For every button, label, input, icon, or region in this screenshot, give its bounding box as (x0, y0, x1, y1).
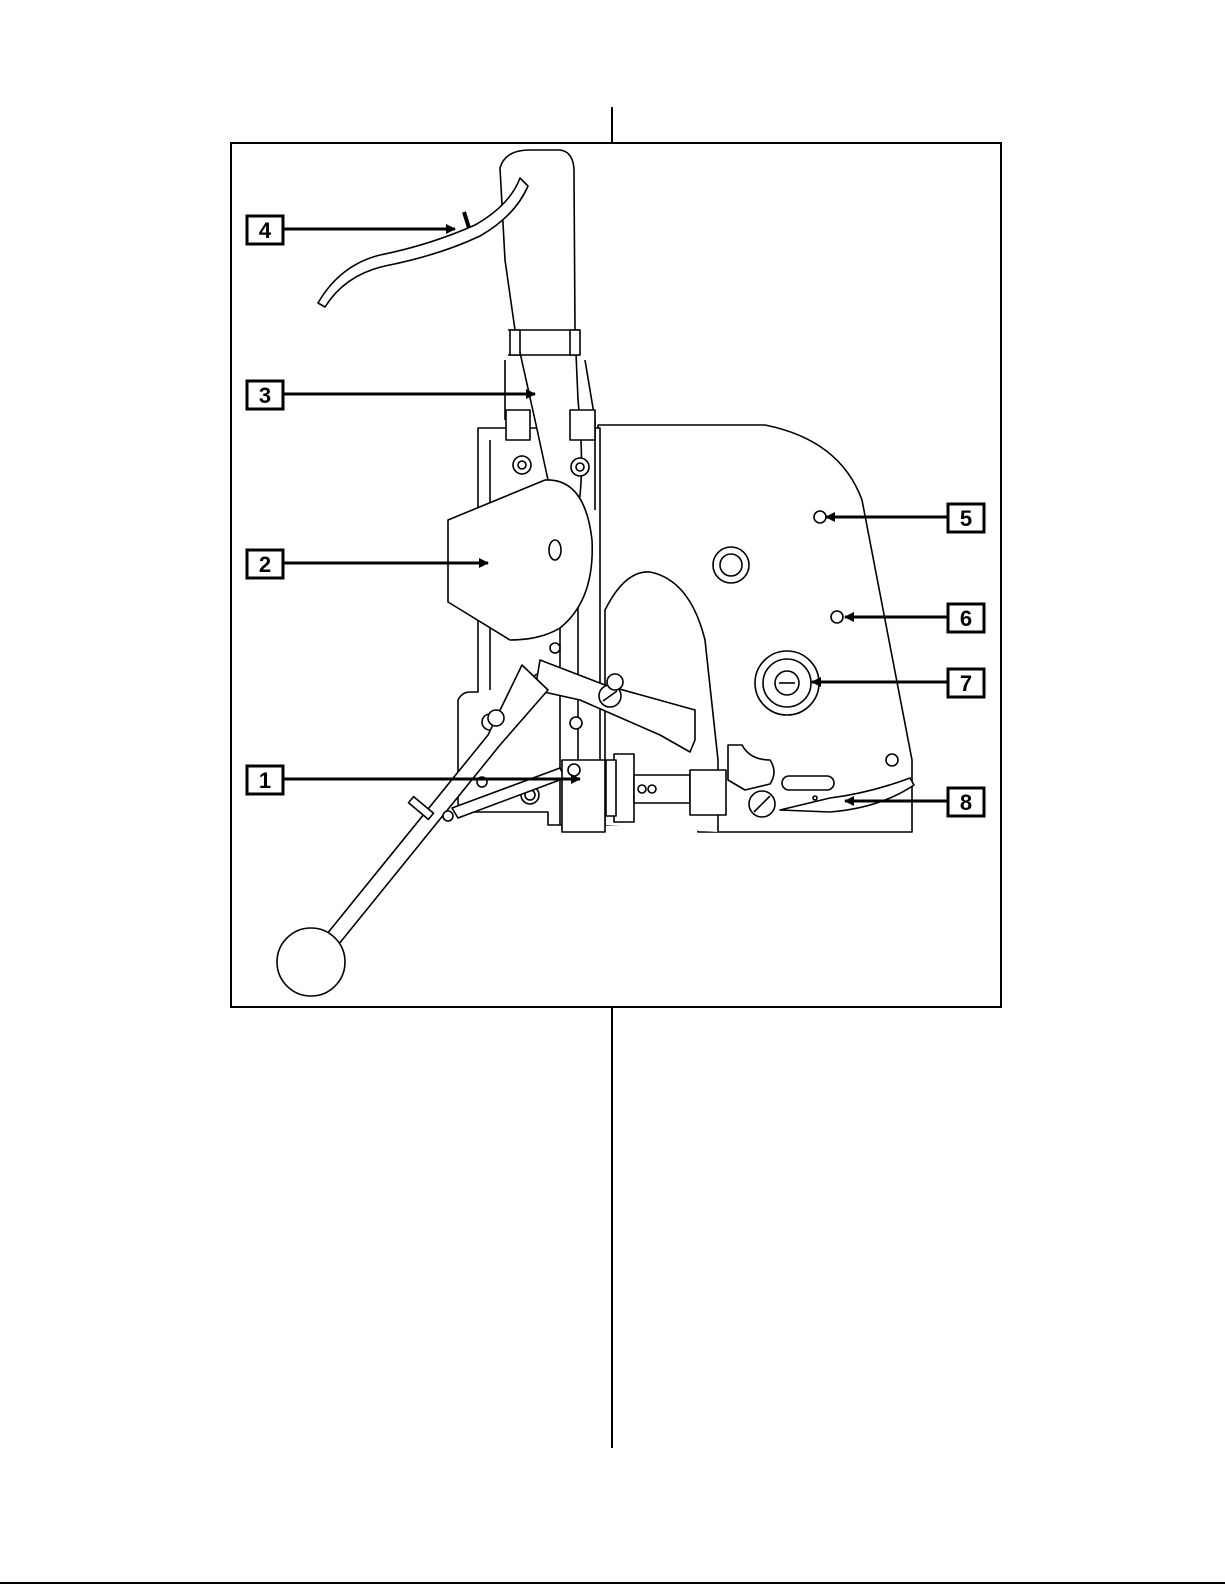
hole-6 (831, 611, 843, 623)
callout-label-2: 2 (259, 552, 271, 577)
callout-1: 1 (247, 766, 283, 794)
callout-4: 4 (247, 216, 283, 244)
callout-2: 2 (247, 550, 283, 578)
callout-label-3: 3 (259, 383, 271, 408)
callout-8: 8 (948, 788, 984, 816)
callout-label-8: 8 (960, 790, 972, 815)
callout-6: 6 (948, 604, 984, 632)
callout-label-4: 4 (259, 218, 272, 243)
callout-label-7: 7 (960, 671, 972, 696)
callout-5: 5 (948, 504, 984, 532)
hex-nut (614, 754, 634, 822)
hole-lower-right (886, 754, 898, 766)
callout-label-1: 1 (259, 768, 271, 793)
cam-cover (448, 480, 592, 640)
callout-label-5: 5 (960, 506, 972, 531)
callout-7: 7 (948, 669, 984, 697)
lever-ball (277, 928, 345, 996)
callout-label-6: 6 (960, 606, 972, 631)
tool-drawing (277, 150, 914, 996)
callout-3: 3 (247, 381, 283, 409)
hole-5 (814, 511, 826, 523)
frame-screw (570, 717, 582, 729)
hose (318, 178, 528, 307)
slot (782, 776, 834, 790)
frame-screw (550, 643, 560, 653)
